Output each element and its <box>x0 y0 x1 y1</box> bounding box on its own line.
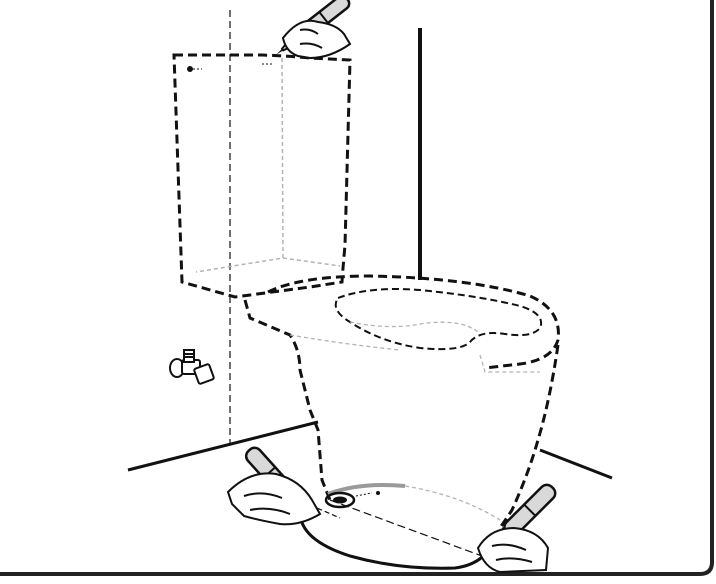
hand-top <box>281 19 352 60</box>
angle-valve-icon <box>169 349 215 385</box>
bowl-outline <box>243 274 560 529</box>
floor-line-right <box>539 448 613 480</box>
cistern-outline <box>172 53 352 299</box>
hand-right <box>476 526 550 574</box>
floor-drain <box>324 491 356 509</box>
hand-left <box>226 472 322 526</box>
floor-line-left <box>127 420 319 472</box>
mark-dot <box>187 66 193 72</box>
traced-base-line <box>298 511 500 570</box>
drain-arc <box>327 483 406 496</box>
room-lines <box>127 10 613 480</box>
